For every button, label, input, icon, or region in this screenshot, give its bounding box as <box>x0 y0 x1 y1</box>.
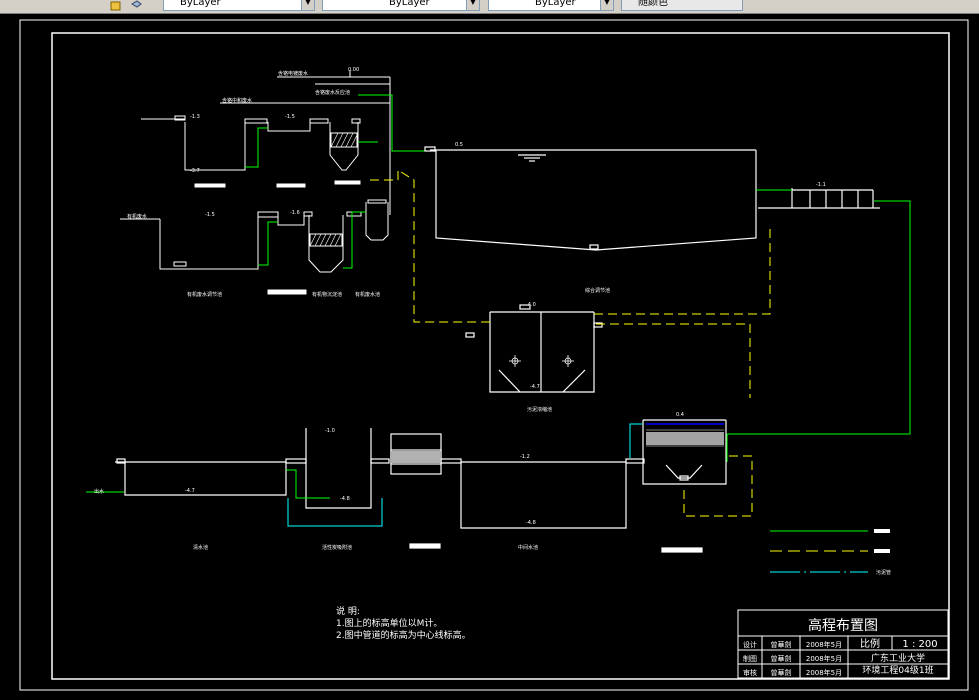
notes-heading: 说 明: <box>336 605 360 617</box>
svg-text:-3.7: -3.7 <box>190 168 200 174</box>
lineweight-value: ByLayer <box>389 0 430 8</box>
row-date: 2008年5月 <box>806 640 842 649</box>
label-organic-precip: 有机物沉淀池 <box>312 291 342 298</box>
title-block-title: 高程布置图 <box>808 617 878 634</box>
layer-cube-icon[interactable] <box>130 0 142 9</box>
plotstyle-value: 随颜色 <box>638 0 668 8</box>
chevron-down-icon[interactable]: ▼ <box>600 0 613 10</box>
legend-sludge-line: 污泥管 <box>876 569 891 576</box>
layer-state-icon[interactable] <box>110 0 122 11</box>
svg-text:-1.0: -1.0 <box>325 428 335 434</box>
svg-text:-1.2: -1.2 <box>520 454 530 460</box>
svg-text:-4.0: -4.0 <box>526 302 536 308</box>
svg-text:-4.7: -4.7 <box>530 384 540 390</box>
linetype-value: ByLayer <box>180 0 221 8</box>
color-combo[interactable]: ByLayer ▼ <box>488 0 614 11</box>
row-name: 曾華劍 <box>771 654 792 663</box>
row-name: 曾華劍 <box>771 640 792 649</box>
outer-frame <box>19 19 969 691</box>
svg-text:-1.5: -1.5 <box>285 114 295 120</box>
row-date: 2008年5月 <box>806 668 842 677</box>
properties-toolbar: ByLayer ▼ ByLayer ▼ ByLayer ▼ 随颜色 <box>0 0 979 14</box>
svg-text:-4.8: -4.8 <box>526 520 536 526</box>
row-role: 设计 <box>743 640 757 649</box>
label-activated-carbon: 活性炭吸附池 <box>322 544 352 551</box>
label-organic-adsorb: 有机废水池 <box>355 291 380 298</box>
row-role: 审核 <box>743 668 757 677</box>
label-chrome-neutral: 含铬中和废水 <box>222 97 252 104</box>
label-mid-pool: 中间水池 <box>518 544 538 551</box>
label-equalization: 综合调节池 <box>585 287 610 294</box>
inner-frame <box>51 32 950 680</box>
svg-text:-1.5: -1.5 <box>205 212 215 218</box>
linetype-combo[interactable]: ByLayer ▼ <box>163 0 315 11</box>
chevron-down-icon[interactable]: ▼ <box>466 0 479 10</box>
plotstyle-combo[interactable]: 随颜色 <box>621 0 743 11</box>
lineweight-combo[interactable]: ByLayer ▼ <box>322 0 480 11</box>
title-block <box>737 609 949 679</box>
label-acid-waste: 含铬电镀废水 <box>278 70 308 77</box>
legend: 污泥管 <box>770 529 891 576</box>
svg-text:-1.6: -1.6 <box>290 210 300 216</box>
acid-tank <box>184 122 246 171</box>
row-name: 曾華劍 <box>771 668 792 677</box>
svg-text:0.5: 0.5 <box>455 142 463 148</box>
svg-text:-1.3: -1.3 <box>190 114 200 120</box>
notes-line1: 1.图上的标高单位以M计。 <box>336 617 442 629</box>
school-name: 广东工业大学 <box>871 652 925 664</box>
svg-text:-4.8: -4.8 <box>340 496 350 502</box>
scale-value: 1 : 200 <box>902 639 937 650</box>
row-role: 制图 <box>743 654 757 663</box>
notes-line2: 2.图中管道的标高为中心线标高。 <box>336 629 471 641</box>
class-name: 环境工程04级1班 <box>862 664 933 676</box>
label-inlet: 出水 <box>94 488 104 495</box>
svg-text:0.4: 0.4 <box>676 412 684 418</box>
cad-drawing-canvas[interactable]: -1.3 -1.5 0.5 -1.1 -3.7 -1.5 -1.6 -4.0 -… <box>0 13 979 700</box>
label-organic-reg: 有机废水调节池 <box>187 291 222 298</box>
scale-label: 比例 <box>860 637 880 650</box>
svg-text:-4.7: -4.7 <box>185 488 195 494</box>
svg-text:0.00: 0.00 <box>348 67 359 73</box>
label-organic-waste: 有机废水 <box>127 213 147 220</box>
label-clear-water: 清水池 <box>193 544 208 551</box>
notes: 说 明: 1.图上的标高单位以M计。 2.图中管道的标高为中心线标高。 <box>336 605 471 641</box>
label-sludge: 污泥浓缩池 <box>527 406 552 413</box>
chevron-down-icon[interactable]: ▼ <box>301 0 314 10</box>
svg-text:-1.1: -1.1 <box>816 182 826 188</box>
color-value: ByLayer <box>535 0 576 8</box>
label-chrome-reduce: 含铬废水反应池 <box>315 89 350 96</box>
row-date: 2008年5月 <box>806 654 842 663</box>
